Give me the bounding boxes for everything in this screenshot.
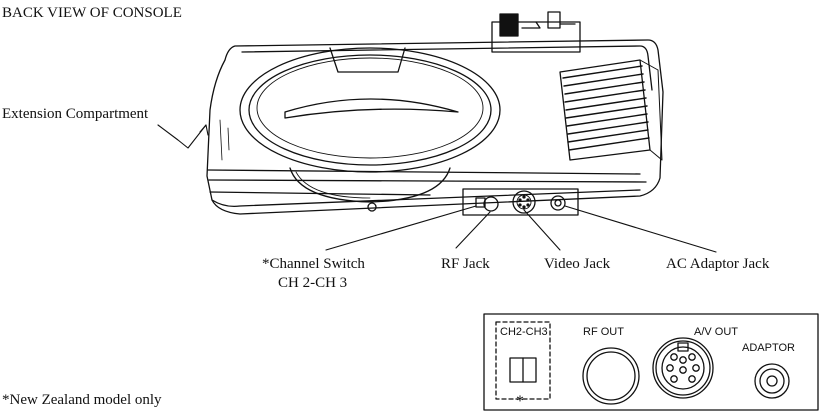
cartridge-dome (239, 47, 501, 203)
panel-av-out-label: A/V OUT (694, 326, 739, 338)
video-jack-small (512, 190, 536, 214)
channel-switch-sub-label: CH 2-CH 3 (278, 275, 348, 291)
power-slider (491, 11, 581, 53)
video-jack-label: Video Jack (544, 256, 611, 272)
panel-ch-label: CH2-CH3 (500, 326, 548, 338)
page-title: BACK VIEW OF CONSOLE (2, 5, 182, 21)
leader-lines (157, 124, 717, 253)
channel-switch-small (475, 197, 486, 208)
rf-jack-small (483, 196, 499, 212)
jack-panel (462, 188, 579, 216)
ac-adaptor-jack-label: AC Adaptor Jack (666, 256, 770, 272)
footnote: *New Zealand model only (2, 392, 162, 408)
extension-compartment-label: Extension Compartment (2, 106, 149, 122)
channel-switch-label: *Channel Switch (262, 256, 365, 272)
console-body (206, 39, 664, 215)
panel-rf-out-label: RF OUT (583, 326, 624, 338)
rf-jack-label: RF Jack (441, 256, 490, 272)
vent-grille (559, 59, 663, 161)
connector-panel (483, 313, 819, 411)
panel-adaptor-label: ADAPTOR (742, 342, 795, 354)
panel-asterisk: * (516, 393, 524, 410)
ac-jack-small (550, 195, 566, 211)
